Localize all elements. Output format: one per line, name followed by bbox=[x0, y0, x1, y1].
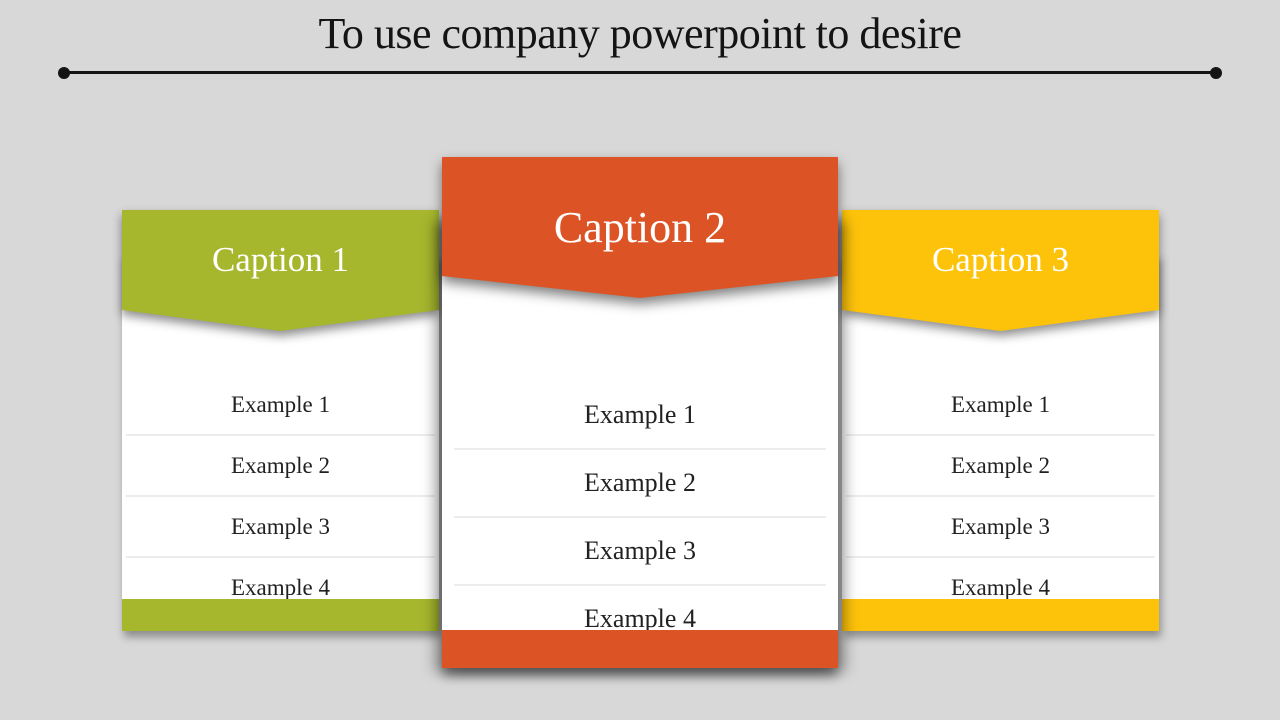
card-caption-1: Example 1 Example 2 Example 3 Example 4 … bbox=[122, 210, 439, 631]
list-item-label: Example 2 bbox=[584, 468, 696, 497]
card-3-list: Example 1 Example 2 Example 3 Example 4 bbox=[842, 375, 1159, 619]
list-item: Example 3 bbox=[126, 497, 435, 558]
card-2-caption: Caption 2 bbox=[553, 203, 727, 252]
list-item: Example 1 bbox=[454, 382, 826, 450]
list-item-label: Example 3 bbox=[231, 513, 330, 539]
list-item: Example 1 bbox=[126, 375, 435, 436]
card-caption-2: Example 1 Example 2 Example 3 Example 4 … bbox=[442, 157, 838, 668]
card-3-ribbon-banner bbox=[842, 210, 1159, 331]
title-divider-line bbox=[64, 71, 1216, 74]
list-item-label: Example 1 bbox=[584, 400, 696, 429]
card-2-ribbon-banner bbox=[442, 157, 838, 298]
card-2-list: Example 1 Example 2 Example 3 Example 4 bbox=[442, 382, 838, 654]
list-item: Example 3 bbox=[454, 518, 826, 586]
list-item: Example 2 bbox=[126, 436, 435, 497]
list-item-label: Example 3 bbox=[951, 513, 1050, 539]
list-item-label: Example 1 bbox=[951, 391, 1050, 417]
card-1-list: Example 1 Example 2 Example 3 Example 4 bbox=[122, 375, 439, 619]
card-3-caption: Caption 3 bbox=[931, 240, 1070, 279]
card-1-caption: Caption 1 bbox=[211, 240, 350, 279]
list-item: Example 2 bbox=[846, 436, 1155, 497]
list-item-label: Example 3 bbox=[584, 536, 696, 565]
card-1-ribbon-banner bbox=[122, 210, 439, 331]
divider-dot-right bbox=[1210, 67, 1222, 79]
list-item-label: Example 1 bbox=[231, 391, 330, 417]
card-1-footer-strip bbox=[122, 599, 439, 631]
list-item: Example 2 bbox=[454, 450, 826, 518]
card-3-footer-strip bbox=[842, 599, 1159, 631]
list-item-label: Example 2 bbox=[231, 452, 330, 478]
list-item: Example 3 bbox=[846, 497, 1155, 558]
card-caption-3: Example 1 Example 2 Example 3 Example 4 … bbox=[842, 210, 1159, 631]
list-item-label: Example 4 bbox=[951, 574, 1050, 600]
slide-title: To use company powerpoint to desire bbox=[318, 9, 962, 58]
card-2-footer-strip bbox=[442, 630, 838, 668]
list-item-label: Example 4 bbox=[231, 574, 330, 600]
list-item-label: Example 2 bbox=[951, 452, 1050, 478]
list-item: Example 1 bbox=[846, 375, 1155, 436]
list-item-label: Example 4 bbox=[584, 604, 696, 633]
